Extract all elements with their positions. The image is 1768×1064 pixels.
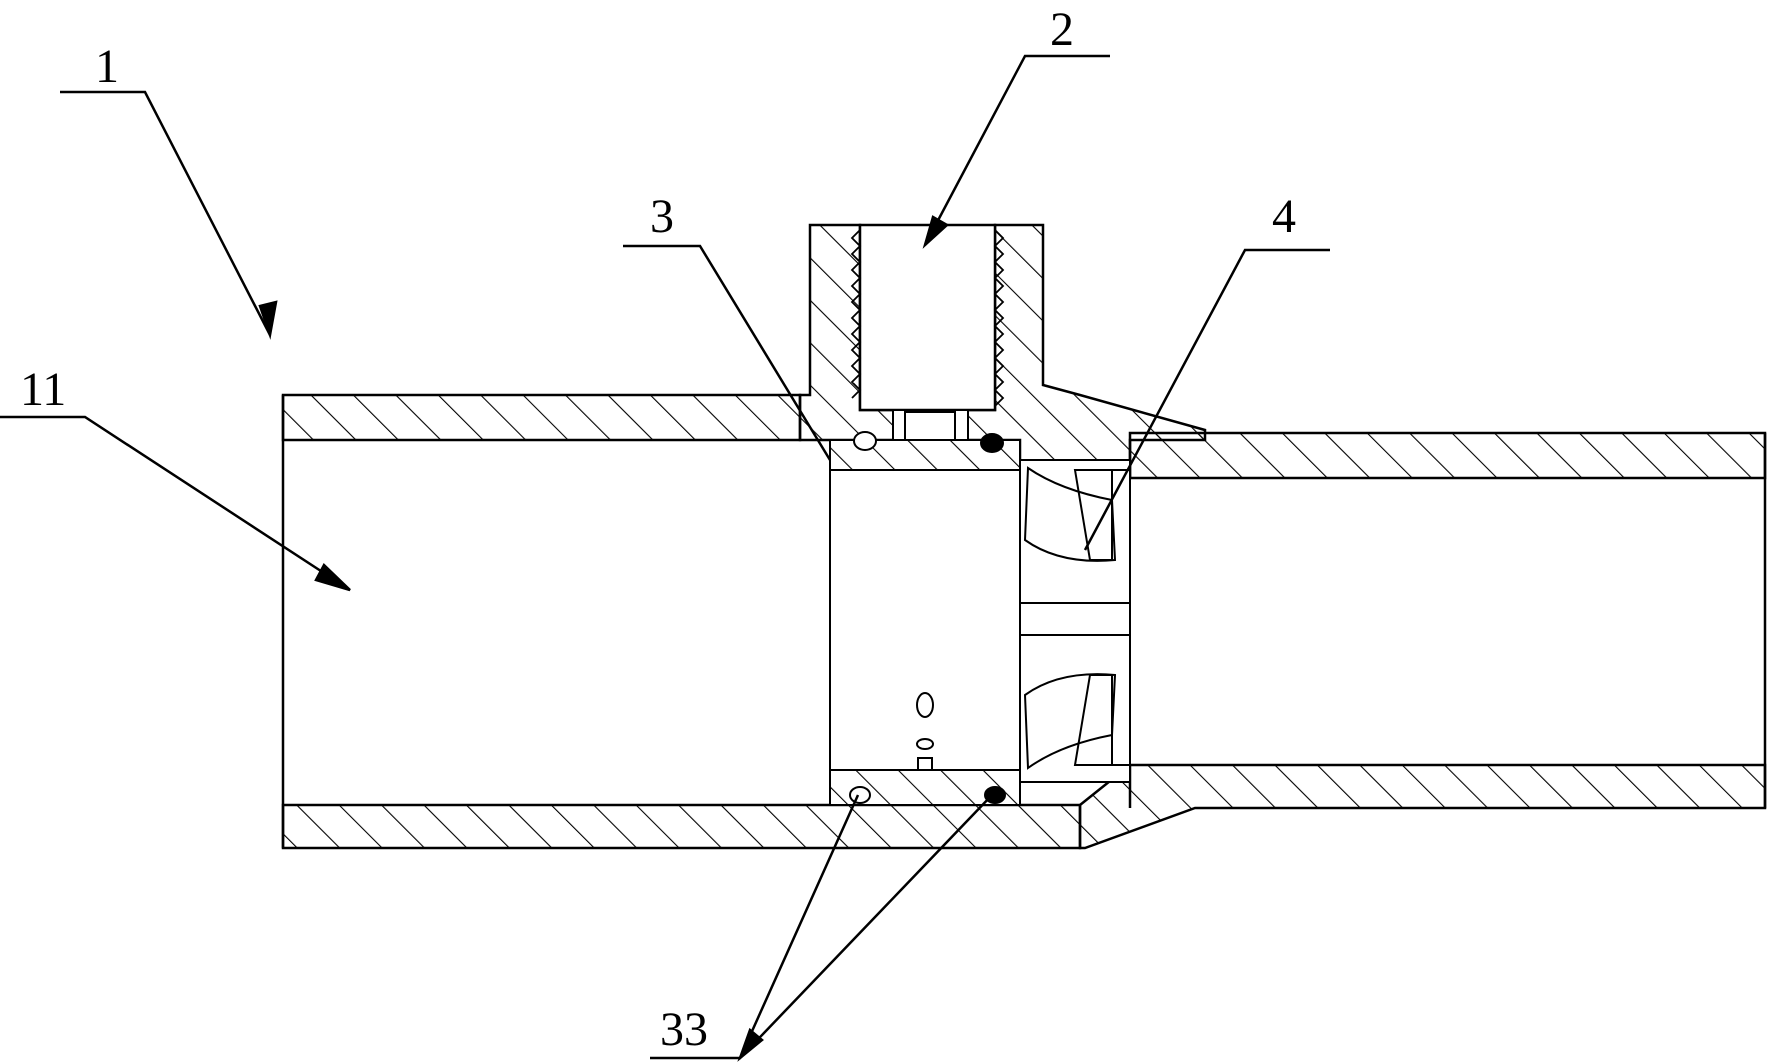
valve-core <box>829 409 1021 806</box>
seal-ring-top-left <box>853 431 877 451</box>
leader-lines <box>0 54 1330 1062</box>
valve-core-sleeve <box>829 439 1021 806</box>
right-bottom-wall <box>1078 763 1767 850</box>
orifice-small <box>916 738 934 750</box>
leader-2 <box>923 54 1110 246</box>
seal-ring-bottom-left <box>849 786 871 804</box>
valve-core-bottom-flange <box>829 769 1021 806</box>
arrow-33 <box>737 1027 764 1062</box>
arrow-2 <box>922 215 950 249</box>
label-inlet-cavity: 11 <box>20 363 66 416</box>
leader-11 <box>0 415 351 592</box>
label-body: 1 <box>95 40 119 93</box>
leader-3 <box>623 244 832 461</box>
blade-upper-2 <box>1073 469 1113 561</box>
impeller <box>1019 459 1131 783</box>
arrow-1 <box>258 300 278 340</box>
thread-teeth <box>850 229 1005 407</box>
label-impeller: 4 <box>1272 190 1296 243</box>
blade-lower-2 <box>1073 674 1113 766</box>
leader-4 <box>1083 248 1330 551</box>
threaded-bore <box>858 223 997 412</box>
label-valve-core: 3 <box>650 190 674 243</box>
impeller-housing <box>1019 459 1131 783</box>
leader-1 <box>60 90 272 336</box>
seal-ring-top-right <box>980 433 1004 453</box>
arrow-11 <box>314 562 351 592</box>
right-top-wall <box>1128 431 1767 480</box>
label-threaded-port: 2 <box>1050 3 1074 56</box>
reference-labels: 1 11 2 3 4 33 <box>20 3 1296 1056</box>
left-top-wall <box>281 393 802 442</box>
orifice-large <box>916 692 934 718</box>
seal-ring-bottom-right <box>984 786 1006 804</box>
label-seal-rings: 33 <box>660 1003 708 1056</box>
